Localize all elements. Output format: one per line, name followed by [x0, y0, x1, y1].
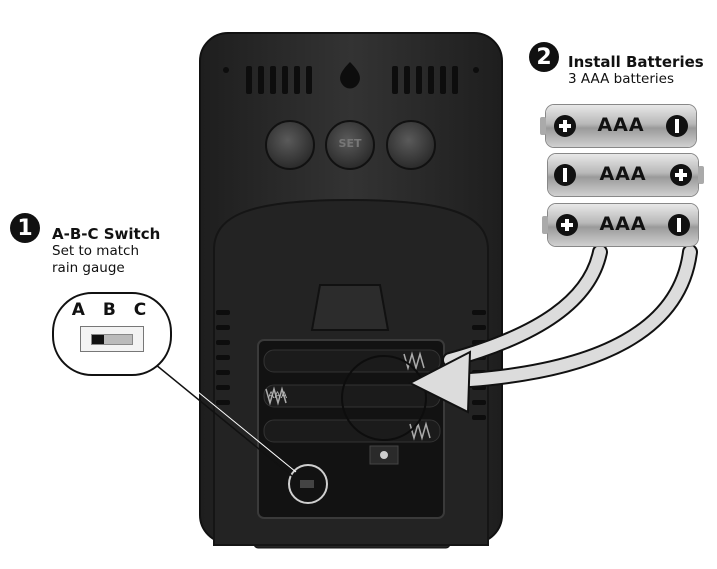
battery-2-cap: [698, 166, 704, 184]
minus-terminal-icon: [668, 214, 690, 236]
battery-1: AAA: [540, 105, 696, 147]
left-button: [265, 120, 315, 170]
step1-line2: rain gauge: [52, 260, 125, 276]
plus-terminal-icon: [670, 164, 692, 186]
abc-switch-knob[interactable]: [92, 335, 104, 344]
minus-terminal-icon: [554, 164, 576, 186]
compartment-marking: AAA: [268, 391, 287, 401]
step1-title: A-B-C Switch: [52, 225, 161, 243]
battery-3: AAA: [542, 204, 698, 246]
step2-subtitle: 3 AAA batteries: [568, 71, 675, 87]
abc-switch-track[interactable]: [91, 334, 133, 345]
right-button: [386, 120, 436, 170]
plus-terminal-icon: [556, 214, 578, 236]
set-button-label: SET: [338, 137, 362, 150]
battery-1-label: AAA: [597, 114, 645, 136]
set-button: [325, 120, 375, 170]
switch-leader-line: [149, 359, 293, 477]
plus-terminal-icon: [554, 115, 576, 137]
abc-switch-letters: A B C: [71, 300, 153, 320]
battery-2: AAA: [548, 154, 704, 196]
abc-switch-callout: A B C: [52, 292, 172, 376]
battery-3-label: AAA: [599, 213, 647, 235]
battery-3-cap: [542, 216, 548, 234]
insert-arrows: [407, 244, 698, 414]
battery-1-cap: [540, 117, 546, 135]
abc-switch-frame: [80, 326, 144, 352]
minus-terminal-icon: [666, 115, 688, 137]
step1-line1: Set to match: [52, 243, 139, 259]
step2-number-badge: 2: [529, 42, 559, 72]
top-vents: [246, 66, 458, 94]
step1-number-badge: 1: [10, 213, 40, 243]
battery-2-label: AAA: [599, 163, 647, 185]
step2-title: Install Batteries: [568, 53, 704, 71]
